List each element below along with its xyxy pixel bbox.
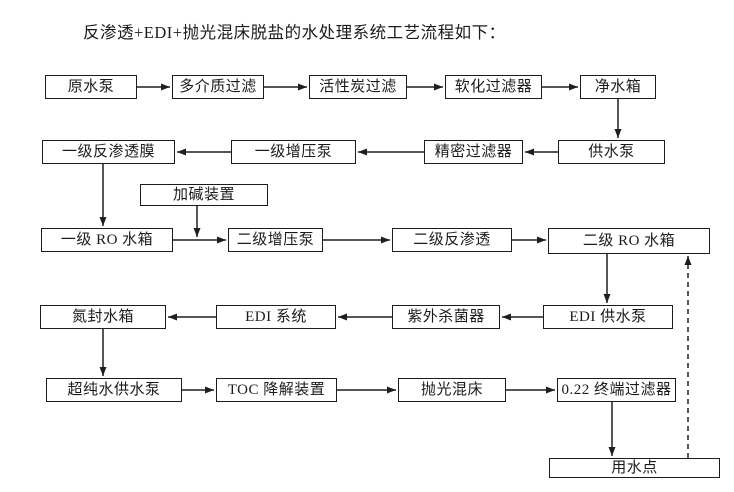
- node-stage1-ro-membrane: 一级反渗透膜: [42, 140, 175, 164]
- node-raw-water-pump: 原水泵: [45, 75, 137, 99]
- node-terminal-filter: 0.22 终端过滤器: [557, 378, 676, 402]
- node-edi-feed-pump: EDI 供水泵: [543, 305, 673, 329]
- node-multimedia-filter: 多介质过滤: [172, 75, 264, 99]
- node-ultrapure-feed-pump: 超纯水供水泵: [46, 378, 182, 402]
- node-stage2-booster-pump: 二级增压泵: [228, 228, 323, 252]
- node-water-use-point: 用水点: [549, 458, 720, 478]
- node-precision-filter: 精密过滤器: [424, 140, 523, 164]
- node-alkali-dosing-unit: 加碱装置: [140, 184, 268, 206]
- node-clean-water-tank: 净水箱: [580, 75, 656, 99]
- node-softening-filter: 软化过滤器: [445, 75, 542, 99]
- node-nitrogen-sealed-tank: 氮封水箱: [40, 305, 166, 329]
- node-stage1-ro-tank: 一级 RO 水箱: [41, 228, 173, 252]
- node-toc-reducer: TOC 降解装置: [216, 378, 337, 402]
- node-stage2-ro: 二级反渗透: [392, 228, 512, 252]
- node-stage2-ro-tank: 二级 RO 水箱: [548, 228, 710, 254]
- diagram-title: 反渗透+EDI+抛光混床脱盐的水处理系统工艺流程如下：: [83, 23, 506, 42]
- node-polishing-mixed-bed: 抛光混床: [398, 378, 506, 402]
- node-feed-pump: 供水泵: [558, 140, 665, 164]
- node-activated-carbon-filter: 活性炭过滤: [309, 75, 407, 99]
- node-uv-sterilizer: 紫外杀菌器: [392, 305, 500, 329]
- node-edi-system: EDI 系统: [216, 305, 336, 329]
- node-stage1-booster-pump: 一级增压泵: [231, 140, 356, 164]
